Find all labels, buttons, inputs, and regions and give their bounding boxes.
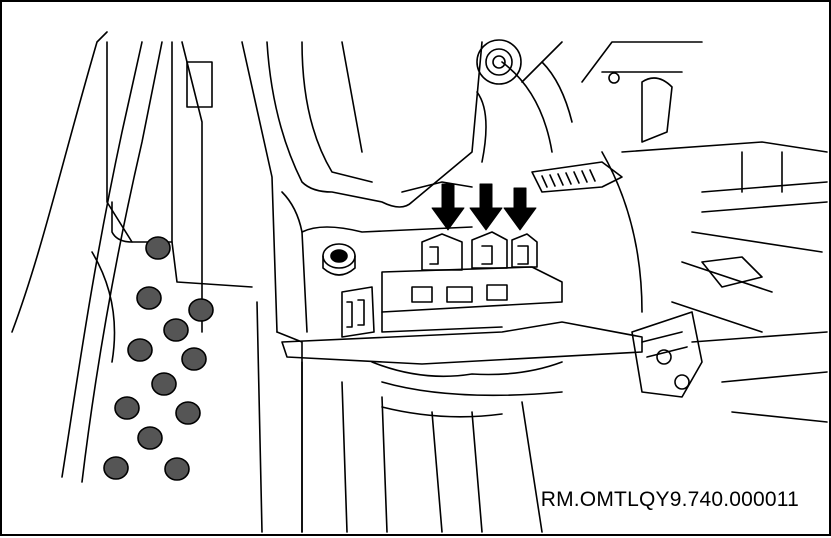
reference-code: RM.OMTLQY9.740.000011 [540,488,799,511]
indicator-arrow-1 [431,183,465,231]
clip-boss [322,243,356,276]
left-panel-lines [11,31,303,533]
indicator-arrow-3 [503,187,537,231]
mounting-bolt [476,39,522,85]
relay-block [341,231,563,338]
indicator-arrows [431,183,537,231]
side-connector [631,311,703,398]
upper-housing [266,41,573,333]
grip-dimples [103,236,214,481]
hatched-cover [531,161,623,193]
right-side-components [581,41,828,423]
lower-tray [281,321,643,533]
indicator-arrow-2 [469,183,503,231]
